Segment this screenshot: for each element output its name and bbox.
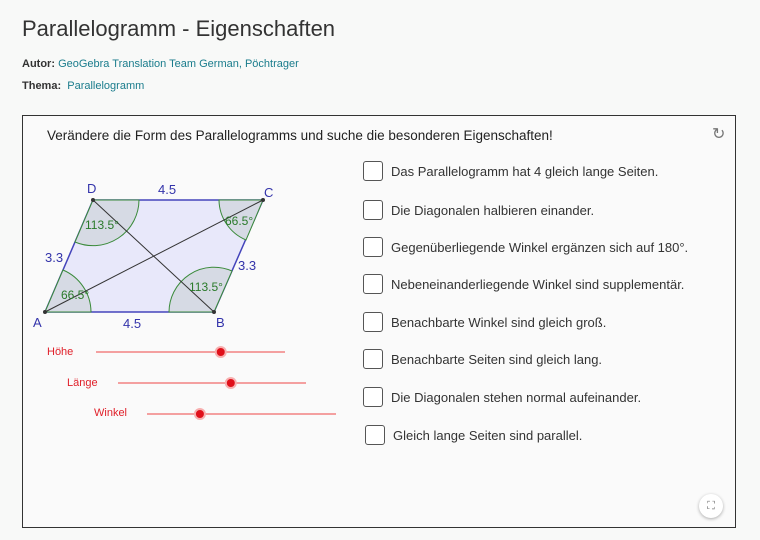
checkbox-6[interactable]: Benachbarte Seiten sind gleich lang.	[363, 349, 602, 369]
side-dc: 4.5	[158, 182, 176, 197]
slider-handle[interactable]	[193, 408, 206, 420]
checkbox-4[interactable]: Nebeneinanderliegende Winkel sind supple…	[363, 274, 684, 294]
checkbox-box[interactable]	[363, 274, 383, 294]
diagonal-bd	[92, 199, 215, 313]
checkbox-box[interactable]	[363, 349, 383, 369]
angle-d	[74, 199, 140, 247]
point-b	[212, 310, 216, 314]
checkbox-label: Nebeneinanderliegende Winkel sind supple…	[391, 276, 685, 292]
slider-label-winkel: Winkel	[94, 407, 128, 419]
checkbox-label: Das Parallelogramm hat 4 gleich lange Se…	[391, 163, 659, 179]
point-a	[43, 310, 47, 314]
label-a: A	[33, 315, 42, 330]
slider-label-laenge: Länge	[67, 377, 98, 389]
author-line: Autor: GeoGebra Translation Team German,…	[22, 58, 299, 70]
task-text: Verändere die Form des Parallelogramms u…	[47, 128, 553, 143]
checkbox-label: Die Diagonalen halbieren einander.	[391, 202, 595, 218]
geogebra-applet[interactable]: Verändere die Form des Parallelogramms u…	[22, 115, 736, 528]
angle-a-label: 66.5°	[61, 288, 89, 302]
topic-line: Thema: Parallelogramm	[22, 80, 145, 92]
checkbox-7[interactable]: Die Diagonalen stehen normal aufeinander…	[363, 387, 641, 407]
checkbox-label: Gegenüberliegende Winkel ergänzen sich a…	[391, 239, 689, 255]
checkbox-3[interactable]: Gegenüberliegende Winkel ergänzen sich a…	[363, 237, 688, 257]
label-b: B	[216, 315, 225, 330]
author-link[interactable]: GeoGebra Translation Team German, Pöchtr…	[58, 58, 299, 70]
checkbox-1[interactable]: Das Parallelogramm hat 4 gleich lange Se…	[363, 161, 658, 181]
slider-handle[interactable]	[224, 377, 237, 389]
checkbox-box[interactable]	[363, 161, 383, 181]
checkbox-label: Gleich lange Seiten sind parallel.	[393, 427, 583, 443]
page-title: Parallelogramm - Eigenschaften	[22, 16, 336, 41]
topic-link[interactable]: Parallelogramm	[67, 80, 145, 92]
label-d: D	[87, 181, 96, 196]
side-ab: 4.5	[123, 316, 141, 331]
slider-label-hoehe: Höhe	[47, 346, 74, 358]
checkbox-box[interactable]	[363, 237, 383, 257]
angle-c	[218, 199, 264, 241]
point-c	[261, 198, 265, 202]
angle-a	[44, 269, 92, 313]
checkbox-box[interactable]	[365, 425, 385, 445]
angle-b-label: 113.5°	[189, 280, 223, 294]
checkbox-2[interactable]: Die Diagonalen halbieren einander.	[363, 200, 594, 220]
angle-b	[168, 266, 233, 313]
checkbox-label: Die Diagonalen stehen normal aufeinander…	[391, 389, 642, 405]
side-bc: 3.3	[238, 258, 256, 273]
angle-d-label: 113.5°	[85, 218, 119, 232]
reset-icon[interactable]: ↻	[712, 126, 726, 143]
checkbox-8[interactable]: Gleich lange Seiten sind parallel.	[365, 425, 582, 445]
checkbox-label: Benachbarte Winkel sind gleich groß.	[391, 314, 607, 330]
slider-handle[interactable]	[214, 346, 227, 358]
point-d	[91, 198, 95, 202]
checkbox-box[interactable]	[363, 200, 383, 220]
checkbox-label: Benachbarte Seiten sind gleich lang.	[391, 351, 603, 367]
parallelogram-drawing[interactable]: A B C D 4.5 4.5 3.3 3.3 66.5° 113.5° 66.…	[23, 116, 735, 527]
checkbox-box[interactable]	[363, 312, 383, 332]
side-ad: 3.3	[45, 250, 63, 265]
fullscreen-icon[interactable]: ⛶	[699, 494, 723, 518]
angle-c-label: 66.5°	[225, 214, 253, 228]
label-c: C	[264, 185, 273, 200]
checkbox-box[interactable]	[363, 387, 383, 407]
checkbox-5[interactable]: Benachbarte Winkel sind gleich groß.	[363, 312, 606, 332]
